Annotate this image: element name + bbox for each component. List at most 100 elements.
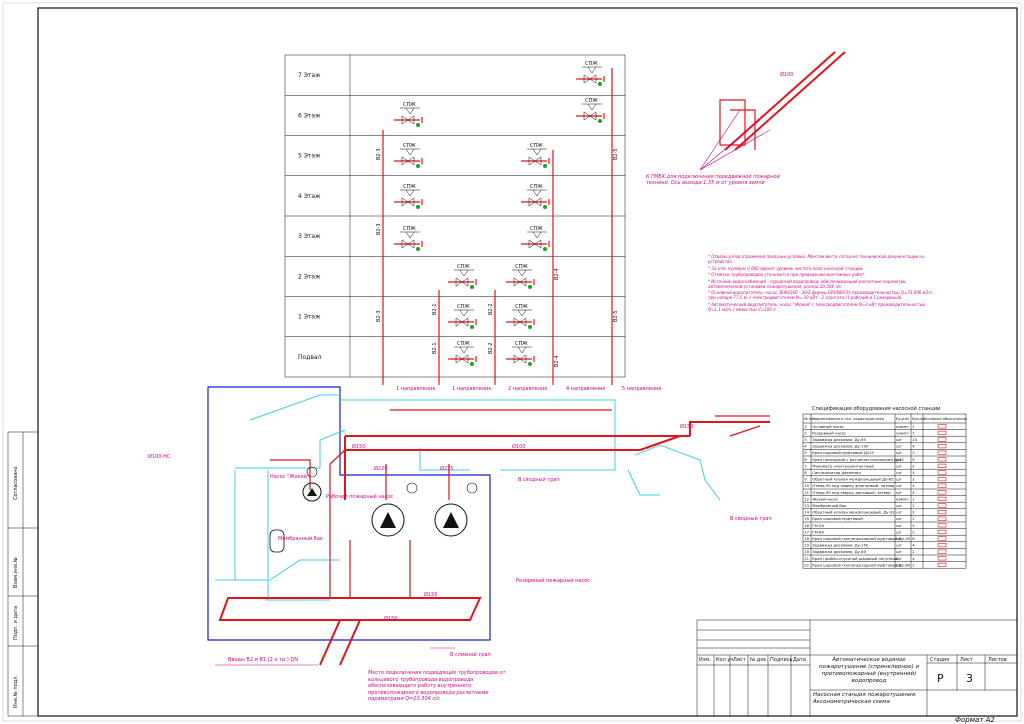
riser-note: К ГМВХ для подключения передвижной пожар… <box>646 174 780 186</box>
spec-table: Спецификация оборудования насосной станц… <box>802 405 968 569</box>
spec-cell: шт <box>896 463 902 468</box>
hydrant-label: СПЖ <box>457 264 470 270</box>
pumps <box>269 466 478 553</box>
stamp-agreed: Согласовано <box>13 466 19 500</box>
spec-cell: 5 <box>804 450 807 455</box>
spec-cell: Кран проходной с датчиком положения Ду15 <box>812 457 904 462</box>
diameter-label: Ø150 <box>424 591 437 598</box>
stamp-inventory: Инв.№ подл. <box>13 675 19 708</box>
hydrant-label: СПЖ <box>403 102 416 108</box>
remark-line: * Отвалы узлов отражения показаны условн… <box>708 254 925 264</box>
hydrant-label: СПЖ <box>403 226 416 232</box>
symbol-icon <box>937 450 947 455</box>
spec-cell: 4 <box>912 483 915 488</box>
spec-cell: шт <box>896 503 902 508</box>
spec-cell: ГМ-80 <box>812 529 824 534</box>
spec-header: Наименование и тех. характеристика <box>812 417 884 421</box>
riser-label: В2-5 <box>613 148 619 160</box>
spec-cell: Кран пробно-спускной шаровый латунный <box>812 556 898 561</box>
main-pipes <box>218 409 770 666</box>
spec-cell: 12 <box>804 496 809 501</box>
remark-line: * За отм. нулевую 0,000 принят уровень ч… <box>708 265 864 271</box>
remark-line: * Источник водоснабжения - городской вод… <box>708 278 907 289</box>
spec-cell: 16 <box>804 523 809 528</box>
sheet-label: Лист <box>960 657 973 663</box>
spec-cell: 6 <box>804 457 807 462</box>
fire-hydrant-icon: СПЖ <box>506 304 535 329</box>
diameter-labels: Ø150 Ø100 Ø225 Ø225 Ø150 Ø150 Ø150 <box>352 423 693 622</box>
drainage-lines <box>215 394 721 601</box>
spec-cell: шт <box>896 444 902 449</box>
spec-cell: Мембранный бак <box>812 503 847 508</box>
diameter-label: Ø100 <box>512 443 525 450</box>
side-stamp: Согласовано Взам.инв.№ Подп. и дата Инв.… <box>7 431 39 717</box>
symbol-icon <box>937 542 947 548</box>
stage-value: Р <box>937 672 944 685</box>
spec-cell: 24 <box>912 437 917 442</box>
fire-hydrant-icon: СПЖ <box>521 226 550 251</box>
project-name: Автоматическое водяное пожаротушение (сп… <box>819 657 919 684</box>
ground-label: Ø100 <box>780 71 793 78</box>
spec-cell: 4 <box>912 444 915 449</box>
spec-cell: Основной насос <box>812 424 844 429</box>
reserve-pump <box>434 503 468 537</box>
fire-hydrant-icon: СПЖ <box>394 102 423 127</box>
spec-cell: 9 <box>804 477 807 482</box>
diameter-label: Ø225 <box>374 465 387 472</box>
sheet-title: Насосная станция пожаротушения. Аксономе… <box>813 692 917 705</box>
spec-title: Спецификация оборудования насосной станц… <box>812 405 940 412</box>
floor-label: 4 Этаж <box>298 193 321 200</box>
fire-hydrant-icon: СПЖ <box>576 98 605 123</box>
symbol-icon <box>937 516 947 521</box>
riser-label: В2-2 <box>488 342 494 354</box>
fire-hydrant-icon: СПЖ <box>394 143 423 168</box>
symbol-icon <box>937 562 947 567</box>
symbol-icon <box>937 457 947 462</box>
spec-cell: 2 <box>912 523 915 528</box>
fire-hydrant-icon: СПЖ <box>521 184 550 209</box>
fire-hydrant-icon: СПЖ <box>506 341 535 366</box>
spec-cell: шт <box>896 523 902 528</box>
diameter-label: Ø150 <box>384 615 397 622</box>
riser-label: В2-1 <box>432 342 438 354</box>
symbol-icon <box>937 430 947 436</box>
floor-label: 6 Этаж <box>298 112 321 119</box>
spec-cell: шт <box>896 510 902 515</box>
spec-cell: 19 <box>804 543 809 548</box>
riser-label: В2-3 <box>376 223 382 235</box>
tb-header: Изм. <box>699 657 711 663</box>
diameter-label: Ø150 <box>680 423 693 430</box>
membrane-label: Мембранный бак <box>278 535 323 542</box>
stamp-replaced: Взам.инв.№ <box>13 556 19 588</box>
spec-cell: Отвод 90 под сварку дисковый, затвор <box>812 490 891 495</box>
fire-hydrant-icon: СПЖ <box>448 264 477 289</box>
spec-cell: Сигнализатор давления <box>812 470 861 475</box>
inlet-label: Вводы В2 и В1 (2-х тр.) DN <box>228 657 298 663</box>
spec-cell: 10 <box>804 483 809 488</box>
spec-cell: шт <box>896 483 902 488</box>
hydrant-label: СПЖ <box>530 226 543 232</box>
hydrant-label: СПЖ <box>515 264 528 270</box>
membrane-tank <box>269 529 285 553</box>
fire-hydrant-icon: СПЖ <box>521 143 550 168</box>
spec-cell: 4 <box>912 556 915 561</box>
fire-hydrant-icon: СПЖ <box>394 226 423 251</box>
symbol-icon <box>937 424 947 429</box>
spec-cell: 14 <box>804 510 809 515</box>
pump-room-outline <box>207 386 491 641</box>
annotations: Ø100-НС Насос "Жокей" Рабочий пожарный н… <box>148 71 793 702</box>
fire-hydrant-icon: СПЖ <box>576 61 605 86</box>
spec-cell: 6 <box>912 536 915 541</box>
floor-label: Подвал <box>298 354 322 361</box>
